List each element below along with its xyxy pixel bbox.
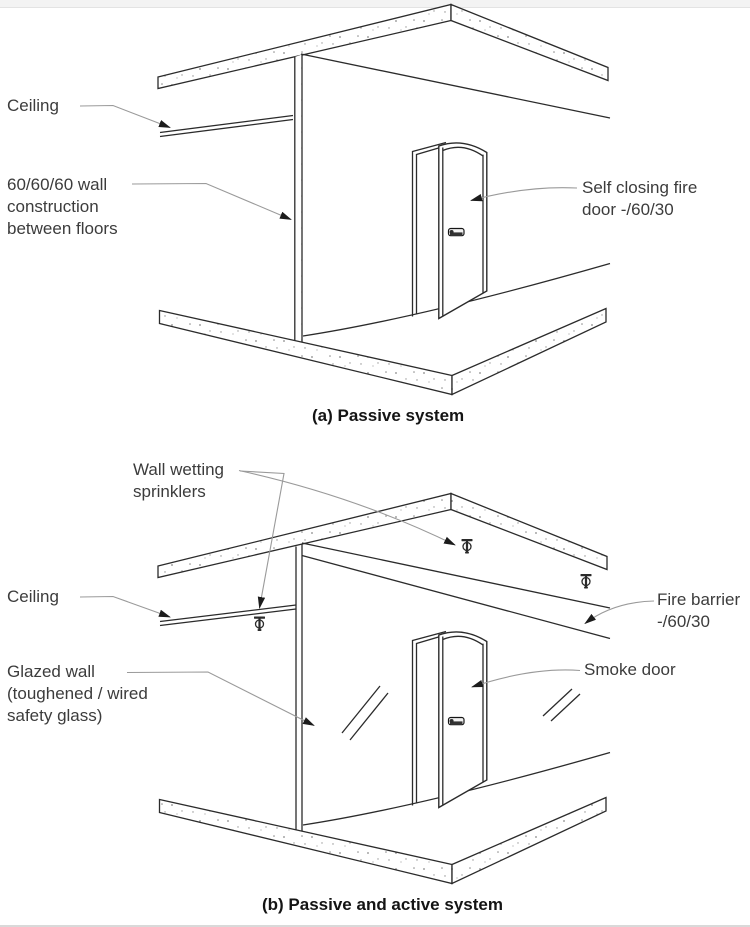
- sprinkler-head-icon: [253, 615, 266, 632]
- page-top-strip: [0, 0, 750, 8]
- label-fire-barrier-b: Fire barrier -/60/30: [657, 590, 741, 631]
- label-fire-door-a: Self closing fire door -/60/30: [582, 178, 698, 219]
- ceiling-b: [159, 604, 297, 627]
- glazed-wall-edge-b: [295, 544, 303, 832]
- leader-lines-b: [79, 469, 655, 726]
- diagram-a-passive-system: [79, 3, 611, 396]
- caption-diagram-b: (b) Passive and active system: [262, 895, 503, 914]
- glass-reflection-hatch: [341, 685, 581, 741]
- upper-slab-b: [157, 492, 608, 579]
- leader-lines-a: [79, 104, 578, 221]
- label-wall-construction-a: 60/60/60 wall construction between floor…: [7, 175, 118, 238]
- floor-slab-a: [158, 307, 607, 396]
- fire-door-a: [411, 141, 488, 320]
- caption-diagram-a: (a) Passive system: [312, 406, 465, 425]
- smoke-door-b: [411, 630, 488, 809]
- fire-wall-column-a: [294, 54, 303, 343]
- fire-barrier-b: [301, 542, 611, 640]
- sprinkler-head-icon: [579, 573, 593, 590]
- label-ceiling-b: Ceiling: [7, 587, 59, 606]
- sprinkler-head-icon: [460, 538, 474, 555]
- label-sprinklers-b: Wall wetting sprinklers: [133, 460, 225, 501]
- label-glazed-wall-b: Glazed wall (toughened / wired safety gl…: [7, 662, 148, 725]
- upper-slab-a: [157, 3, 611, 119]
- label-smoke-door-b: Smoke door: [584, 660, 676, 679]
- diagram-b-passive-active-system: [79, 469, 655, 885]
- floor-slab-b: [158, 796, 607, 885]
- label-ceiling-a: Ceiling: [7, 96, 59, 115]
- page-bottom-strip: [0, 925, 750, 927]
- ceiling-a: [159, 114, 294, 138]
